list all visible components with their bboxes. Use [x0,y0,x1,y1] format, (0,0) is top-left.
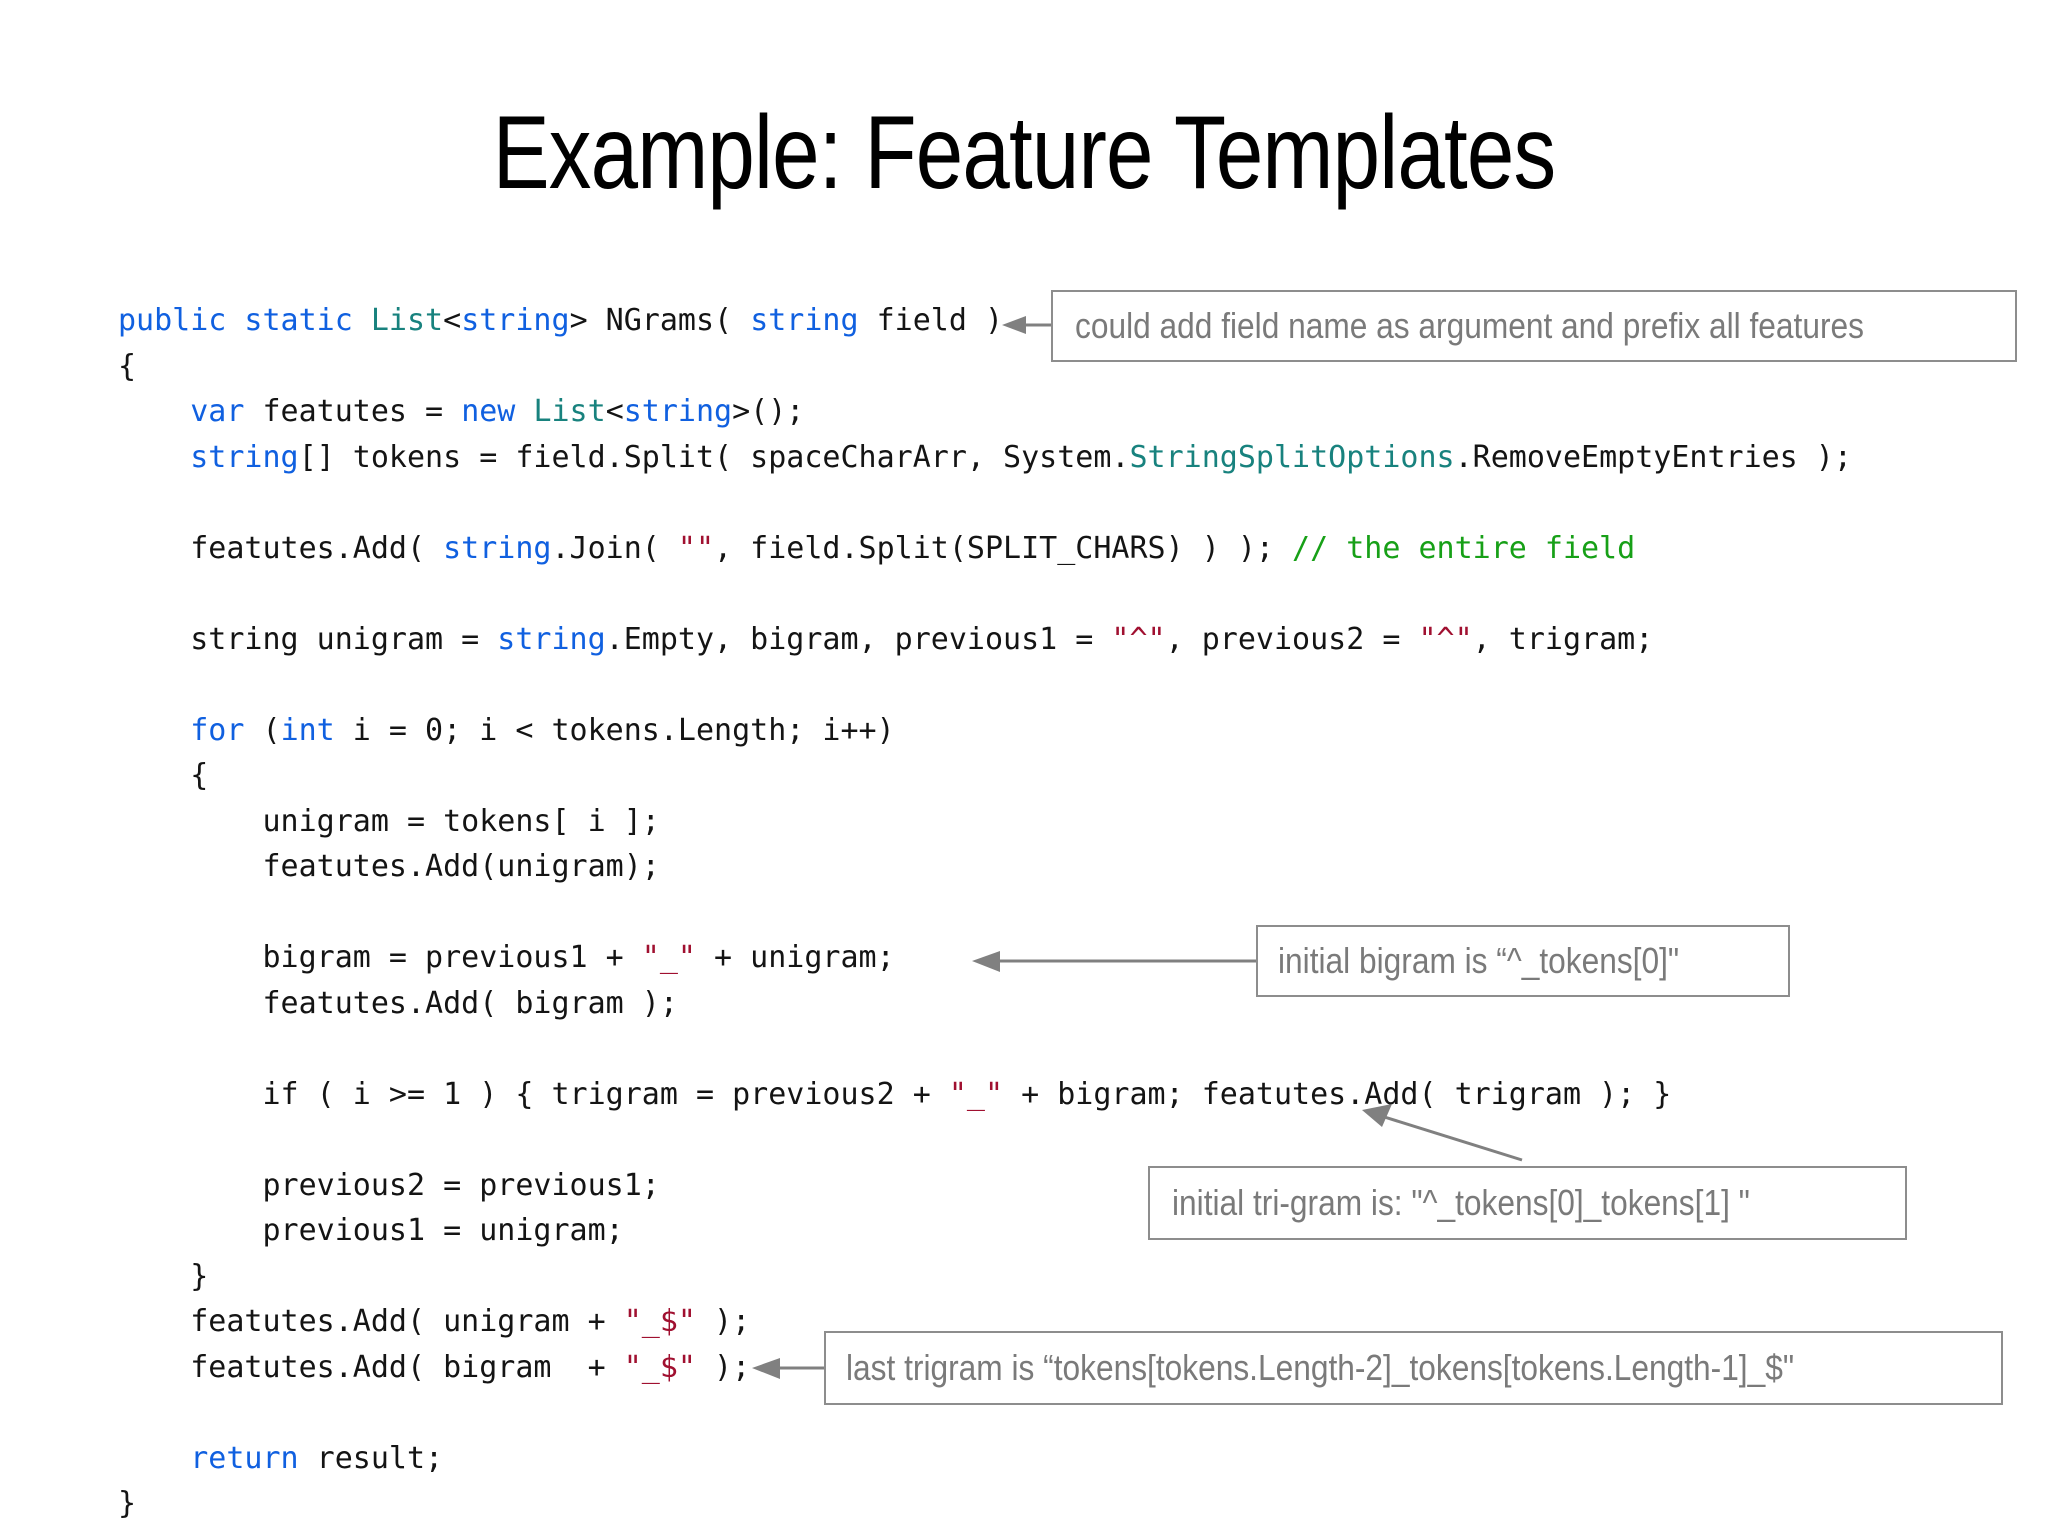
code-token: i = 0; i < tokens.Length; i++) [334,712,895,748]
code-token: new [461,394,516,429]
code-token: unigram = tokens[ i ]; [118,803,660,839]
code-token: , field.Split(SPLIT_CHARS) ) ); [714,530,1293,566]
code-line [118,1117,1618,1163]
code-token: + bigram; featutes.Add( trigram ); } [1003,1076,1672,1112]
code-token [118,713,190,748]
code-token: result; [298,1440,444,1476]
code-token: return [190,1440,299,1476]
code-line [118,1026,1618,1072]
code-token: { [118,758,209,793]
callout-initial-trigram-text: initial tri-gram is: "^_tokens[0]_tokens… [1172,1182,1750,1223]
code-token: > NGrams( [569,303,751,338]
callout-last-trigram-text: last trigram is “tokens[tokens.Length-2]… [846,1347,1795,1388]
code-token: // the entire field [1292,530,1636,566]
code-token: for [190,712,245,748]
code-token: , previous2 = [1165,621,1419,657]
code-token: .RemoveEmptyEntries ); [1454,439,1852,475]
code-line: featutes.Add( bigram ); [118,981,1618,1027]
code-line: if ( i >= 1 ) { trigram = previous2 + "_… [118,1072,1671,1118]
code-token: ); [695,1349,751,1385]
code-line [118,480,1618,526]
code-token: ); [695,1304,751,1339]
code-token: bigram = previous1 + [118,940,642,975]
code-token: string unigram = [118,621,498,657]
code-token: featutes.Add( bigram ); [118,985,678,1021]
code-token [118,1441,190,1476]
code-line [118,662,1618,708]
code-token: string [497,621,606,657]
page-title: Example: Feature Templates [492,95,1556,211]
code-line: bigram = previous1 + "_" + unigram; [118,935,1618,981]
code-token: List [533,394,606,429]
code-token: featutes = [244,394,462,429]
code-token: previous1 = unigram; [118,1213,624,1248]
code-token: featutes.Add( unigram + [118,1304,624,1339]
code-line: { [118,753,1618,799]
code-token: , trigram; [1472,621,1654,657]
code-line: string unigram = string.Empty, bigram, p… [118,617,1653,663]
code-line [118,571,1618,617]
code-token: string [623,394,733,429]
code-token [118,394,190,429]
code-line: featutes.Add(unigram); [118,844,1618,890]
callout-initial-bigram: initial bigram is “^_tokens[0]" [1256,925,1790,997]
callout-field-name: could add field name as argument and pre… [1051,290,2017,362]
code-line: } [118,1254,1618,1300]
code-token: string [750,303,859,338]
code-token: field ) [858,303,1004,338]
code-token: var [190,394,245,429]
code-token: + unigram; [695,940,895,975]
code-line: featutes.Add( unigram + "_$" ); [118,1299,1618,1345]
code-token: List [370,303,444,338]
code-listing: public static List<string> NGrams( strin… [118,298,1852,1527]
code-token: ( [244,712,281,748]
code-token: string [443,530,552,566]
code-token: StringSplitOptions [1129,439,1455,475]
code-token: "" [677,530,715,566]
code-token [118,440,190,475]
code-token: public static [118,303,371,338]
code-token [515,394,533,429]
callout-initial-trigram: initial tri-gram is: "^_tokens[0]_tokens… [1148,1166,1907,1240]
code-token: >(); [732,394,805,429]
code-token: "^" [1418,621,1473,657]
code-line: featutes.Add( string.Join( "", field.Spl… [118,526,1635,572]
code-line: public static List<string> NGrams( strin… [118,298,1618,344]
code-token: string [190,439,299,475]
code-token: featutes.Add( [118,530,444,566]
code-token: { [118,348,137,384]
code-token: if ( i >= 1 ) { trigram = previous2 + [118,1076,949,1112]
code-line: } [118,1481,1618,1527]
callout-initial-bigram-text: initial bigram is “^_tokens[0]" [1278,940,1680,981]
callout-last-trigram: last trigram is “tokens[tokens.Length-2]… [824,1331,2003,1405]
callout-field-name-text: could add field name as argument and pre… [1075,305,1864,346]
code-token: previous2 = previous1; [118,1167,660,1203]
code-token: < [443,303,462,338]
code-token: featutes.Add(unigram); [118,849,660,884]
code-token: "_$" [623,1349,696,1385]
code-line: previous1 = unigram; [118,1208,1618,1254]
code-line: unigram = tokens[ i ]; [118,799,1618,845]
code-line: { [118,344,1618,390]
code-line: featutes.Add( bigram + "_$" ); [118,1345,1618,1391]
code-token: "_$" [623,1304,696,1339]
code-line: return result; [118,1436,1618,1482]
code-token: .Join( [551,530,678,566]
code-token: "_" [641,940,696,975]
code-line: string[] tokens = field.Split( spaceChar… [118,435,1852,481]
code-line: previous2 = previous1; [118,1163,1618,1209]
code-token: "_" [948,1076,1004,1112]
code-token: .Empty, bigram, previous1 = [605,621,1112,657]
code-token: } [118,1486,137,1521]
code-line: var featutes = new List<string>(); [118,389,1618,435]
code-line: for (int i = 0; i < tokens.Length; i++) [118,708,1618,754]
code-token: "^" [1111,621,1166,657]
code-token: int [280,712,335,748]
code-token: string [461,303,570,338]
code-token: } [118,1258,209,1294]
code-token: [] tokens = field.Split( spaceCharArr, S… [298,439,1130,475]
code-token: featutes.Add( bigram + [118,1349,624,1385]
code-token: < [605,394,624,429]
